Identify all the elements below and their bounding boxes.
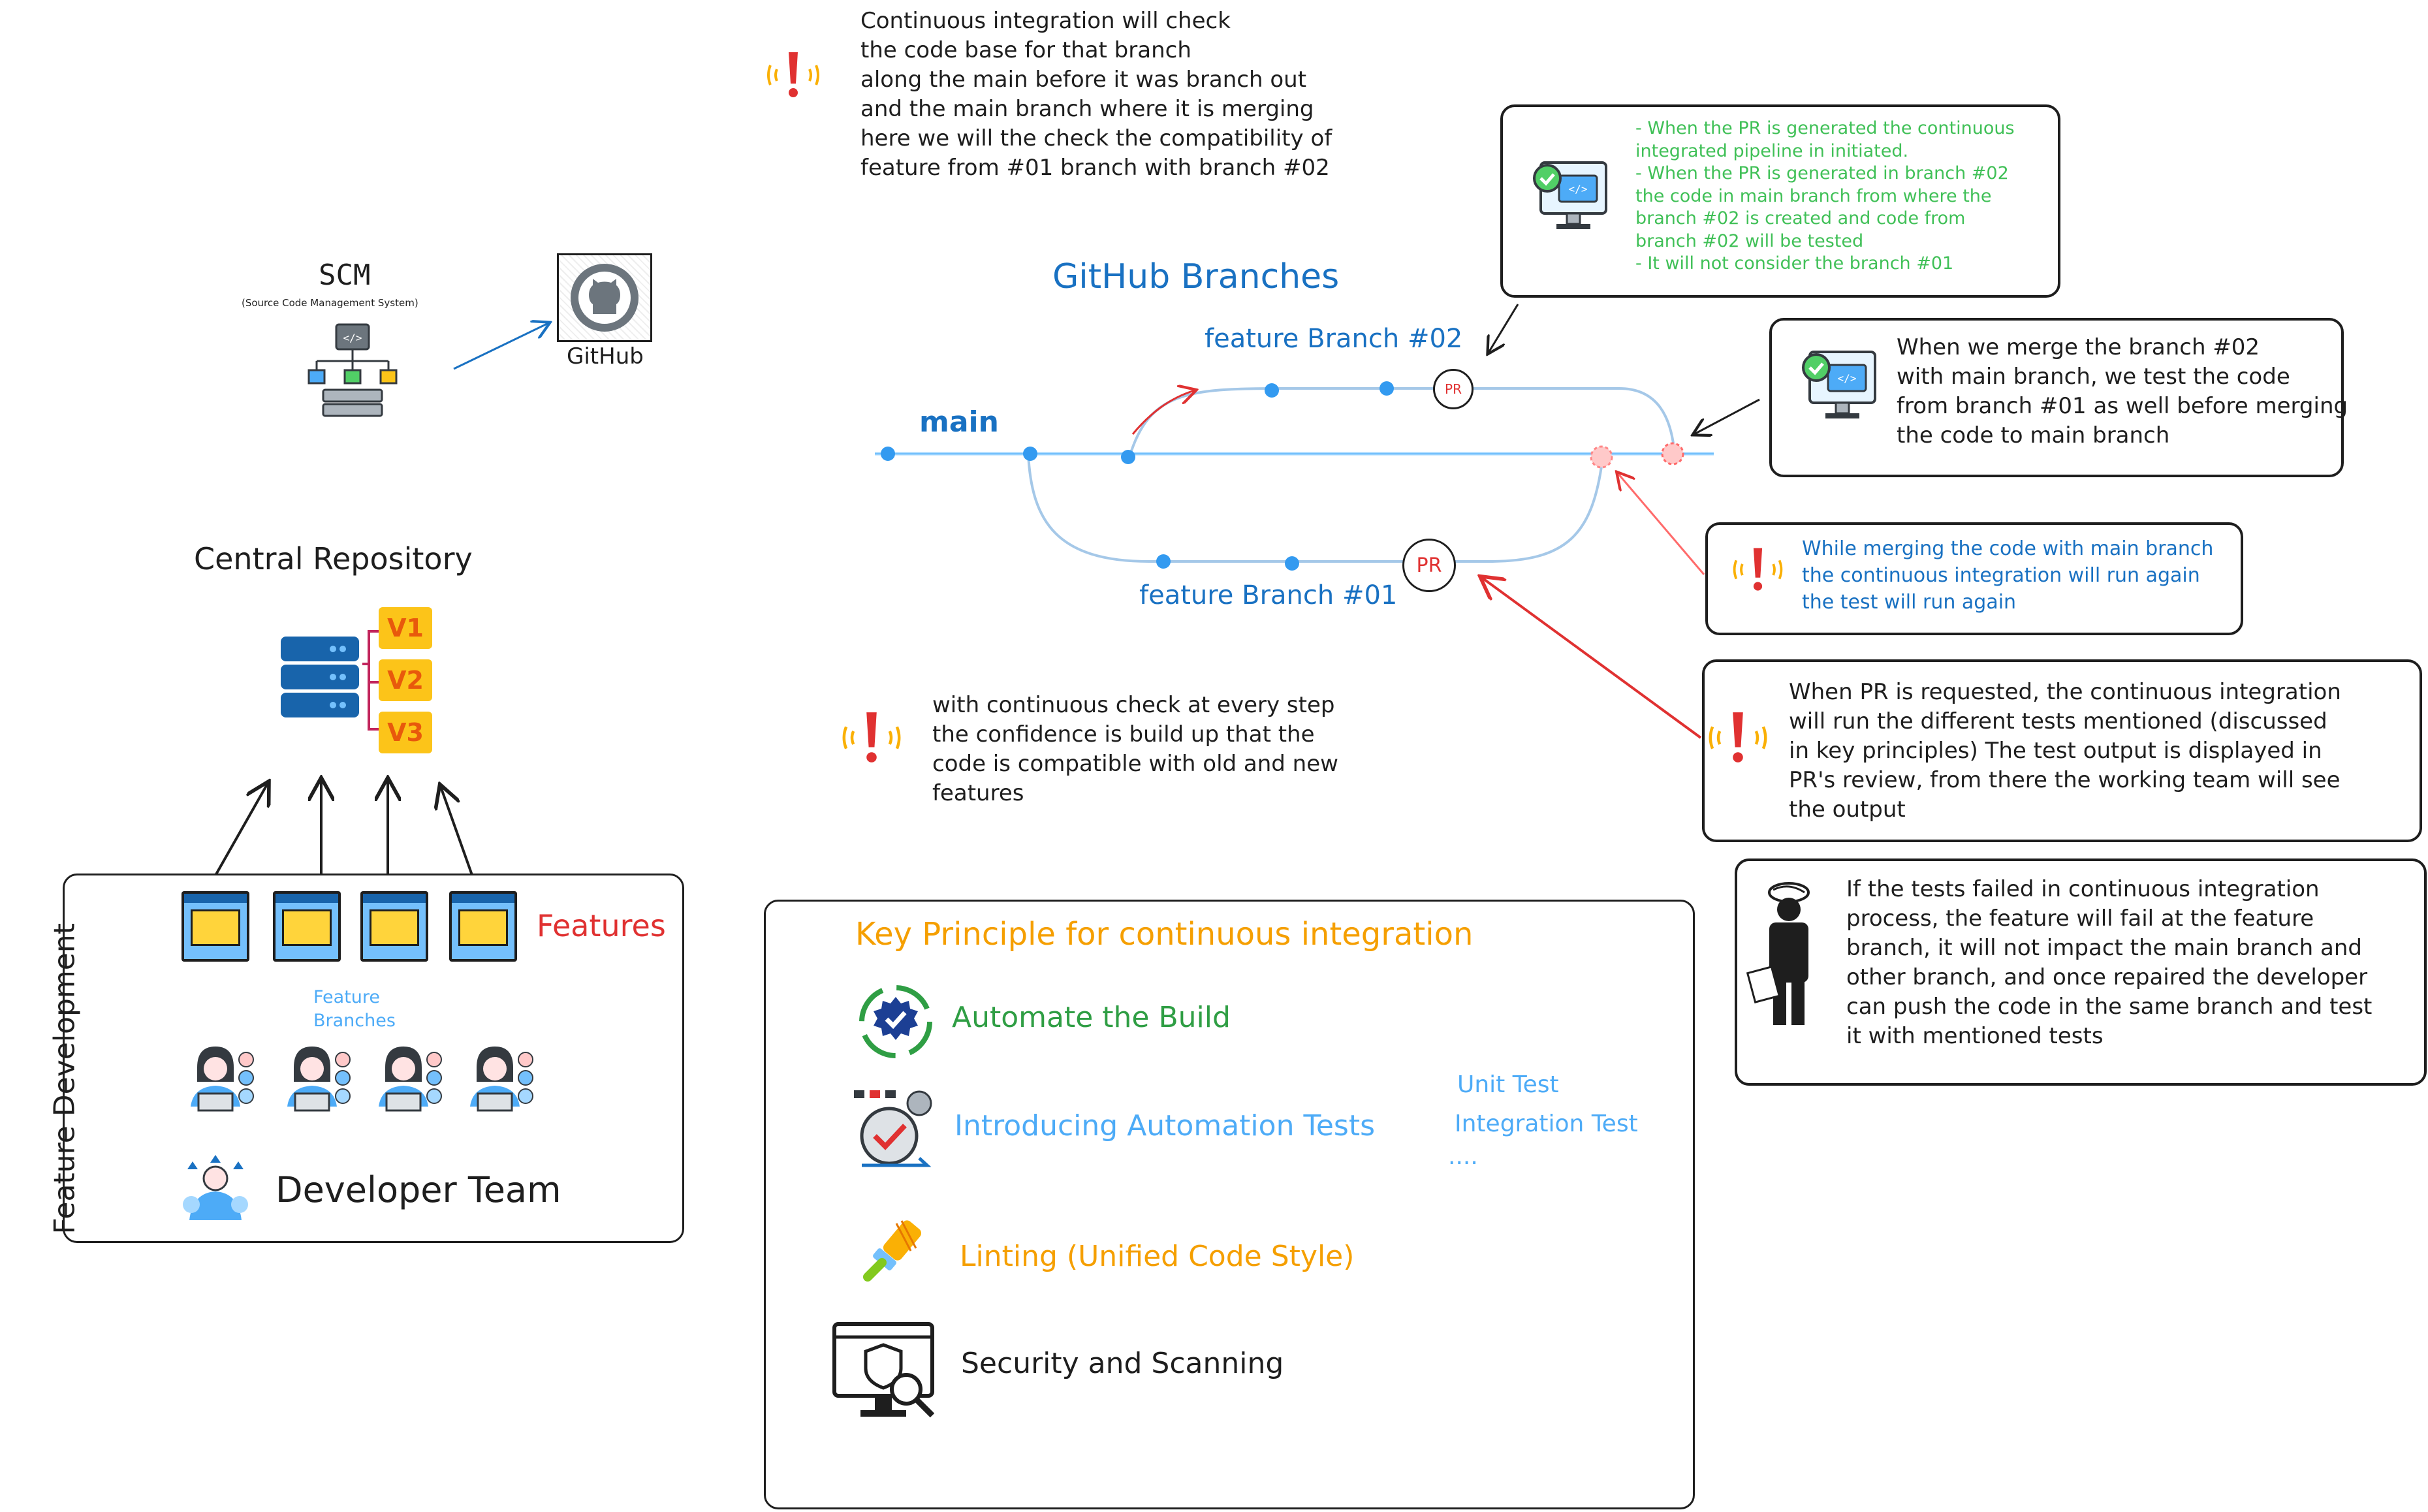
pr-label: PR	[1445, 381, 1462, 397]
commit-dot	[1023, 447, 1037, 461]
scm-to-github-arrow	[453, 323, 548, 370]
scm-subtitle: (Source Code Management System)	[242, 297, 418, 309]
feature1-label: feature Branch #01	[1139, 580, 1398, 610]
alert-icon	[842, 712, 901, 763]
test-type-integration: Integration Test	[1455, 1110, 1638, 1137]
confused-person-icon	[1746, 882, 1810, 1025]
principle-security: Security and Scanning	[961, 1347, 1284, 1380]
pr-badge-branch2: PR	[1433, 369, 1474, 409]
key-principles-box	[764, 900, 1695, 1509]
version-folder: V2	[379, 659, 432, 701]
feature-branches-label: Feature Branches	[313, 987, 396, 1031]
version-folder: V3	[379, 712, 432, 753]
feature-dev-side-label: Feature Development	[48, 923, 82, 1235]
principle-tests: Introducing Automation Tests	[954, 1109, 1376, 1142]
tests-failed-text: If the tests failed in continuous integr…	[1846, 876, 2373, 1049]
test-type-more: ....	[1448, 1143, 1478, 1170]
feature-window	[449, 891, 517, 962]
security-scan-icon	[832, 1322, 935, 1418]
merge-point	[1661, 442, 1684, 465]
feature1-branch-line	[1027, 453, 1604, 563]
main-branch-label: main	[919, 405, 999, 439]
merge-again-note	[1705, 522, 2243, 635]
github-label: GitHub	[567, 343, 644, 370]
key-principles-title: Key Principle for continuous integration	[855, 916, 1474, 953]
developer-icon	[379, 1047, 442, 1112]
commit-dot	[881, 447, 895, 461]
branches-title: GitHub Branches	[1052, 257, 1340, 296]
automation-test-icon	[854, 1090, 932, 1167]
branch-graph	[875, 381, 1714, 571]
svg-text:</>: </>	[1838, 372, 1857, 385]
pr-label: PR	[1416, 554, 1442, 577]
commit-dot	[1121, 450, 1135, 464]
svg-text:</>: </>	[343, 332, 362, 344]
developer-team-label: Developer Team	[276, 1169, 561, 1210]
developer-icon	[470, 1047, 533, 1112]
developer-icon	[287, 1047, 351, 1112]
commit-dot	[1156, 554, 1171, 569]
feature-window	[273, 891, 341, 962]
monitor-code-icon: </>	[1533, 161, 1607, 229]
top-note: Continuous integration will check the co…	[860, 8, 1332, 181]
alert-icon	[1733, 548, 1783, 591]
pr-requested-text: When PR is requested, the continuous int…	[1789, 679, 2341, 823]
github-logo-icon	[557, 253, 652, 342]
merge-test-text: When we merge the branch #02 with main b…	[1897, 334, 2348, 449]
merge-again-text: While merging the code with main branch …	[1802, 537, 2214, 614]
lint-brush-icon	[863, 1220, 922, 1282]
gear-check-icon	[859, 985, 932, 1058]
pr-badge-branch1: PR	[1402, 539, 1456, 592]
scm-title: SCM	[319, 259, 371, 292]
feature-window	[181, 891, 249, 962]
principle-build: Automate the Build	[952, 1001, 1231, 1034]
principle-linting: Linting (Unified Code Style)	[960, 1240, 1355, 1273]
merge-point	[1590, 445, 1613, 469]
feature-window	[360, 891, 428, 962]
server-stack-icon	[281, 637, 359, 717]
monitor-code-icon: </>	[1802, 351, 1876, 418]
scm-network-icon: </>	[307, 323, 398, 417]
version-folder: V1	[379, 607, 432, 649]
team-lead-icon	[183, 1155, 248, 1220]
test-type-unit: Unit Test	[1457, 1071, 1559, 1098]
commit-dot	[1265, 383, 1279, 398]
commit-dot	[1285, 556, 1299, 571]
pr-pipeline-text: - When the PR is generated the continuou…	[1635, 118, 2015, 274]
tests-failed-note	[1735, 858, 2427, 1086]
developer-icon	[191, 1047, 254, 1112]
commit-dot	[1380, 381, 1394, 396]
repository-title: Central Repository	[194, 541, 473, 576]
feature2-label: feature Branch #02	[1205, 324, 1463, 354]
feature2-branch-line	[1128, 387, 1676, 458]
alert-icon	[767, 52, 819, 97]
confidence-note: with continuous check at every step the …	[932, 692, 1338, 806]
svg-text:</>: </>	[1569, 183, 1588, 195]
features-label: Features	[537, 908, 666, 943]
alert-icon	[1709, 712, 1767, 763]
pr-requested-note	[1702, 659, 2422, 842]
